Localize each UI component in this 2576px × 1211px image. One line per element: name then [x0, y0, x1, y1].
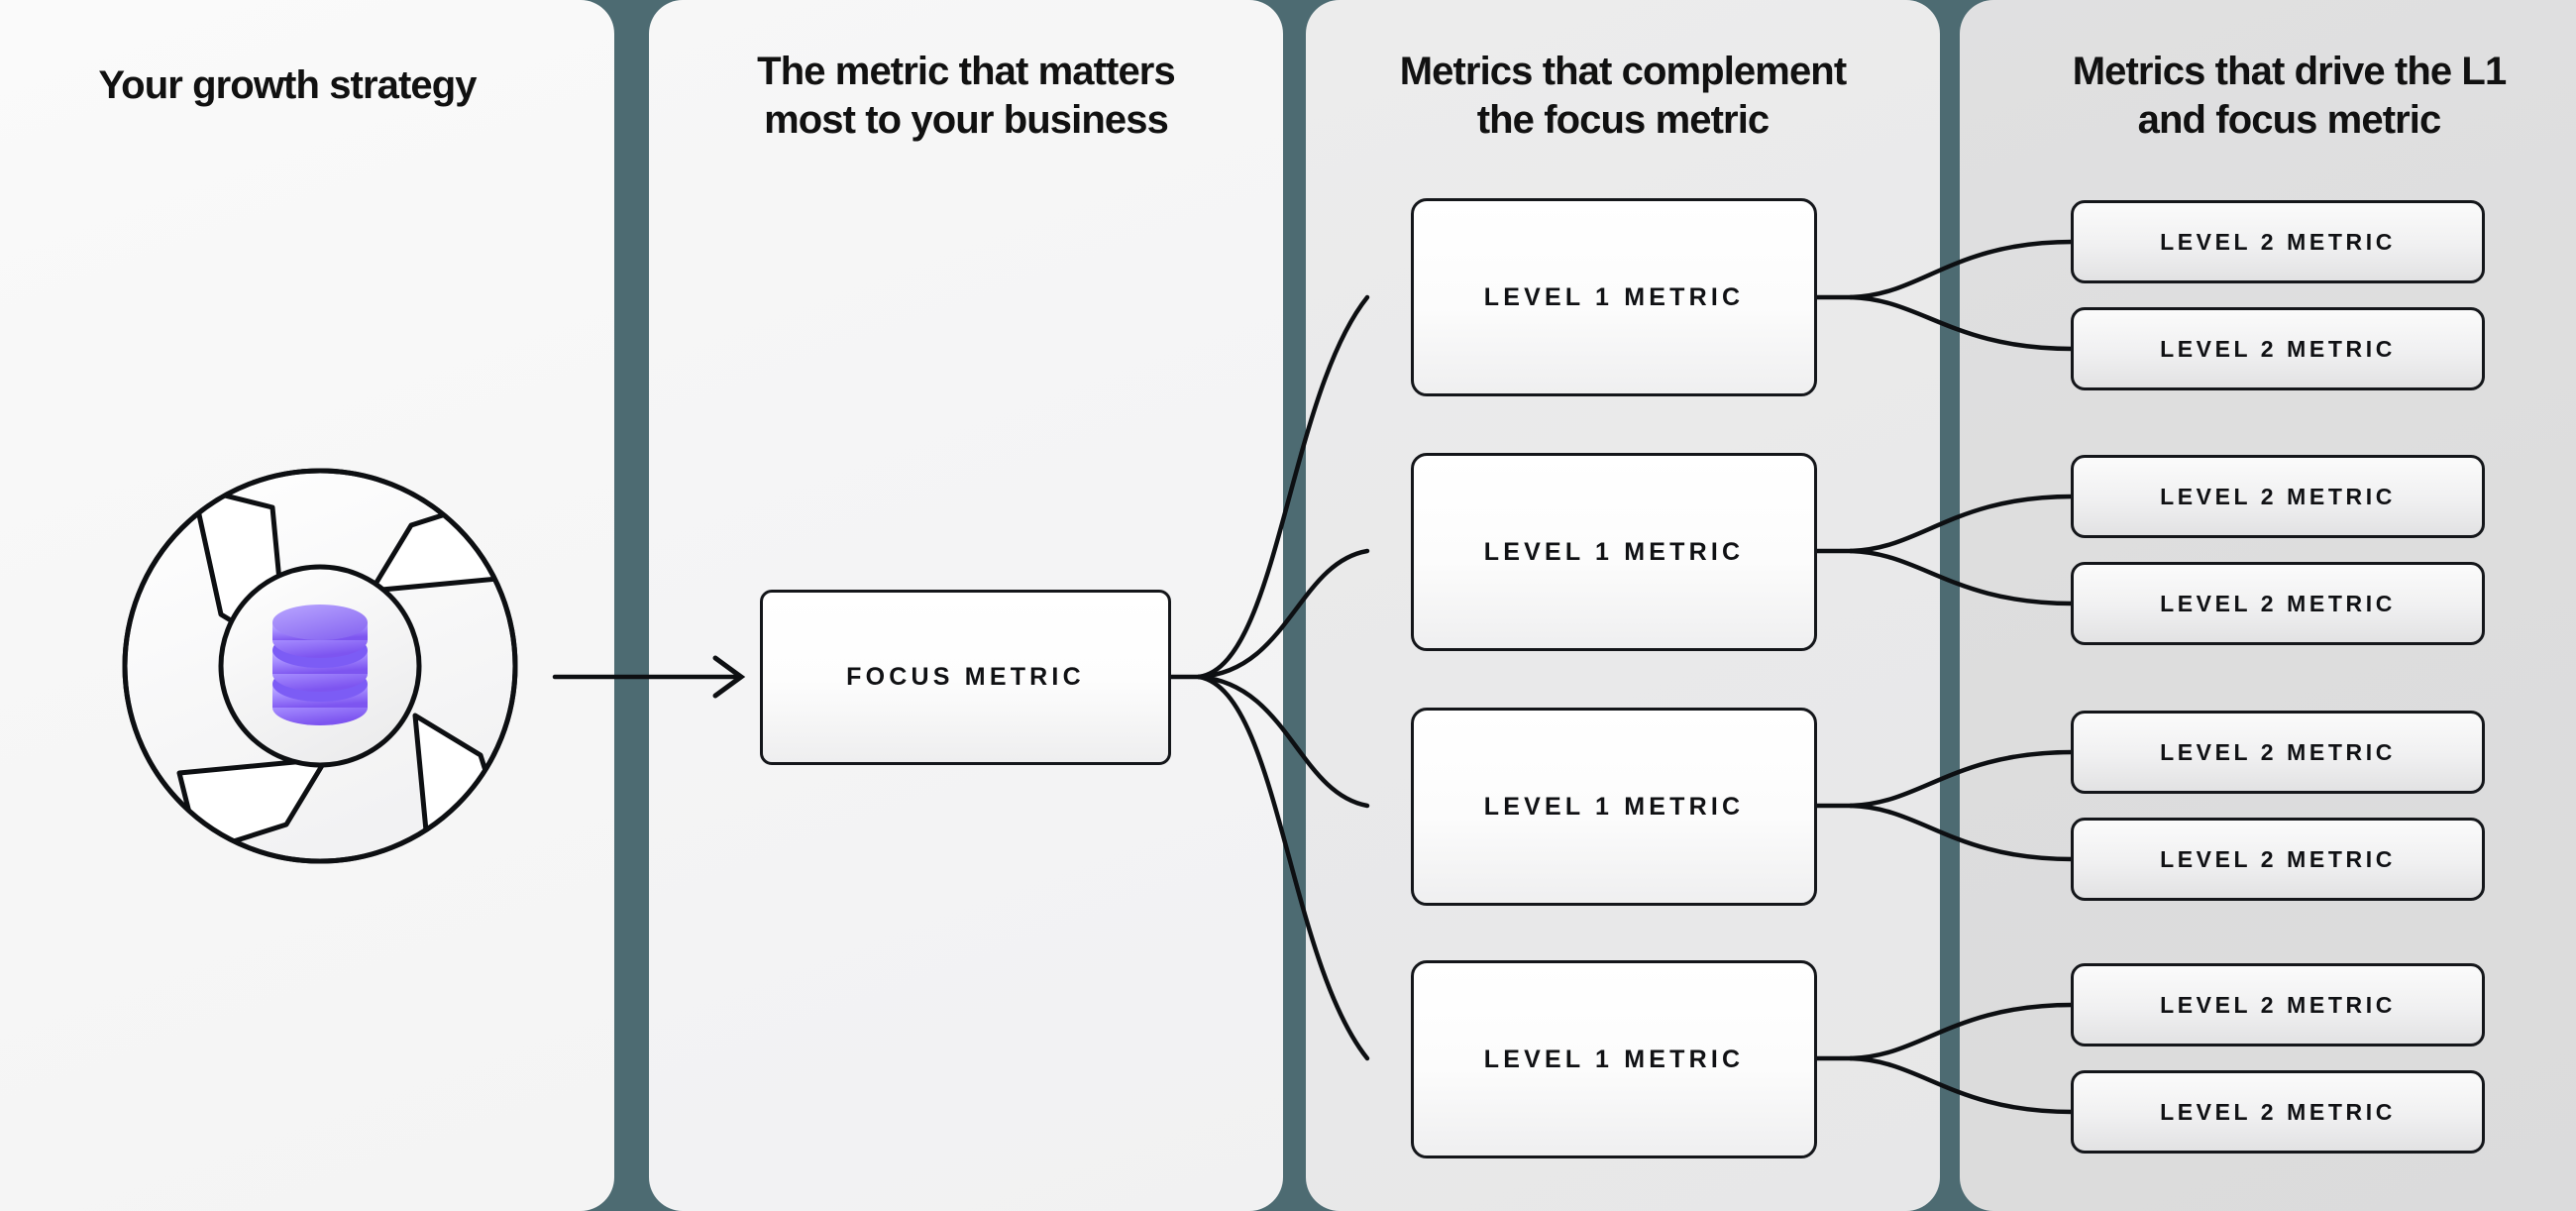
node-level-2-metric-4[interactable]: LEVEL 2 METRIC — [2071, 562, 2485, 645]
node-level-2-metric-1[interactable]: LEVEL 2 METRIC — [2071, 200, 2485, 283]
database-icon — [272, 605, 368, 725]
node-level-2-metric-7[interactable]: LEVEL 2 METRIC — [2071, 963, 2485, 1046]
column-title-line: most to your business — [764, 97, 1169, 142]
node-focus-metric[interactable]: FOCUS METRIC — [760, 590, 1171, 765]
column-title-level-2-metrics: Metrics that drive the L1 and focus metr… — [1960, 48, 2576, 145]
node-level-1-metric-3[interactable]: LEVEL 1 METRIC — [1411, 708, 1817, 906]
node-level-2-metric-3[interactable]: LEVEL 2 METRIC — [2071, 455, 2485, 538]
node-level-2-metric-8[interactable]: LEVEL 2 METRIC — [2071, 1070, 2485, 1154]
node-level-2-metric-5[interactable]: LEVEL 2 METRIC — [2071, 711, 2485, 794]
column-title-line: Metrics that drive the L1 — [2072, 50, 2508, 93]
column-title-line: The metric that matters — [757, 50, 1176, 93]
node-level-1-metric-2[interactable]: LEVEL 1 METRIC — [1411, 453, 1817, 651]
column-title-line: and focus metric — [2137, 97, 2442, 142]
column-title-growth-strategy: Your growth strategy — [98, 63, 477, 107]
column-title-focus-metric: The metric that matters most to your bus… — [649, 48, 1283, 145]
node-level-1-metric-1[interactable]: LEVEL 1 METRIC — [1411, 198, 1817, 396]
growth-strategy-pinwheel-database-icon: #4c3396 0 — [122, 468, 518, 864]
column-title-level-1-metrics: Metrics that complement the focus metric — [1306, 48, 1940, 145]
node-level-2-metric-2[interactable]: LEVEL 2 METRIC — [2071, 307, 2485, 390]
column-title-line: Metrics that complement — [1399, 50, 1847, 93]
column-title-line: the focus metric — [1476, 97, 1770, 142]
node-level-1-metric-4[interactable]: LEVEL 1 METRIC — [1411, 960, 1817, 1158]
node-level-2-metric-6[interactable]: LEVEL 2 METRIC — [2071, 818, 2485, 901]
